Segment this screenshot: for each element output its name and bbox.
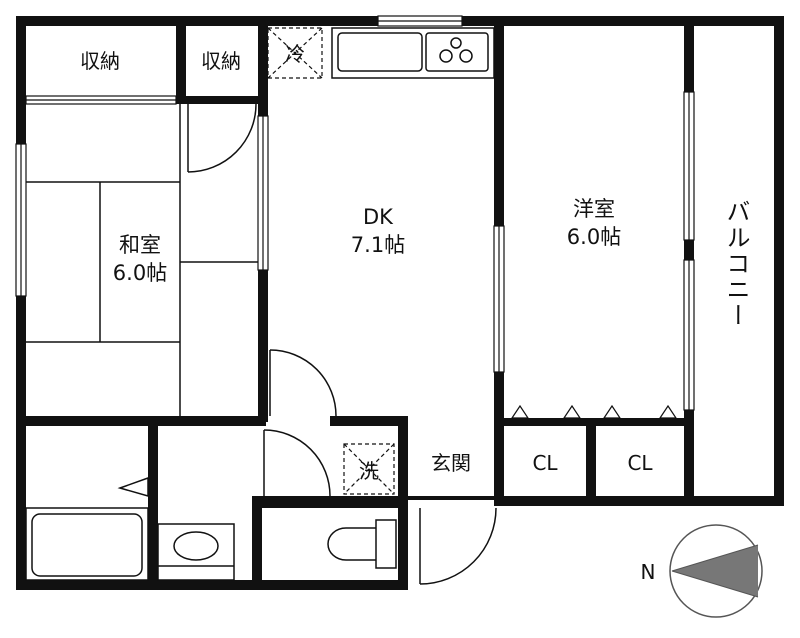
stove-burner-icon <box>439 37 473 63</box>
dk-size: 7.1帖 <box>351 233 405 257</box>
washbasin <box>157 523 235 581</box>
tatami-lines <box>26 104 262 420</box>
closet-left-label: CL <box>532 451 558 475</box>
washer-label: 洗 <box>359 459 379 483</box>
dk-name: DK <box>363 205 394 229</box>
storage-right-label: 収納 <box>201 49 241 73</box>
doors <box>187 103 497 585</box>
closet-right-label: CL <box>627 451 653 475</box>
compass-arrow-icon <box>672 545 758 597</box>
japanese-room-size: 6.0帖 <box>113 261 167 285</box>
washer-space <box>343 443 395 495</box>
closet-hangers <box>510 404 678 419</box>
walls <box>16 16 784 590</box>
entrance-label: 玄関 <box>431 451 471 475</box>
fridge-space <box>267 27 323 79</box>
toilet <box>327 519 397 569</box>
balcony-label: バルコニー <box>722 199 750 329</box>
storage-left-label: 収納 <box>80 49 120 73</box>
compass-north-label: N <box>641 560 656 584</box>
compass: N <box>641 524 763 618</box>
western-room-name: 洋室 <box>573 197 615 221</box>
western-room-size: 6.0帖 <box>567 225 621 249</box>
windows <box>15 15 695 411</box>
bathtub <box>25 476 149 581</box>
kitchen-counter <box>331 27 495 79</box>
japanese-room-name: 和室 <box>119 233 161 257</box>
fridge-label: 冷 <box>285 42 305 66</box>
